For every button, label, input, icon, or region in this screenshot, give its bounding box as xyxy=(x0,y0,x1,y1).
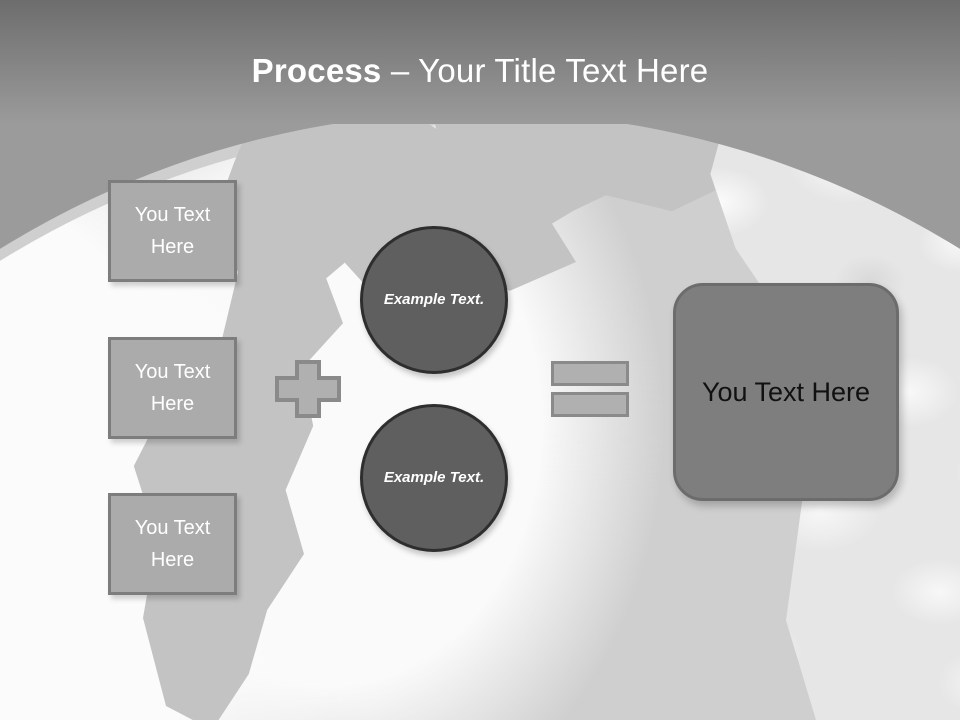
equals-bar-bottom xyxy=(551,392,629,417)
plus-operator-icon xyxy=(275,360,341,418)
example-circle-1-label: Example Text. xyxy=(383,291,485,308)
page-title-strong: Process xyxy=(251,52,382,89)
result-box-label: You Text Here xyxy=(701,376,871,407)
input-box-1[interactable]: You Text Here xyxy=(108,180,237,282)
input-box-1-label: You Text Here xyxy=(134,204,211,258)
page-title: Process – Your Title Text Here xyxy=(0,52,960,90)
page-title-rest: – Your Title Text Here xyxy=(381,52,709,89)
example-circle-2-label: Example Text. xyxy=(383,469,485,486)
example-circle-1[interactable]: Example Text. xyxy=(360,226,508,374)
input-box-2[interactable]: You Text Here xyxy=(108,337,237,439)
input-box-3-label: You Text Here xyxy=(134,517,211,571)
equals-bar-top xyxy=(551,361,629,386)
equals-operator-icon xyxy=(551,361,629,417)
title-header-band xyxy=(0,0,960,124)
example-circle-2[interactable]: Example Text. xyxy=(360,404,508,552)
input-box-2-label: You Text Here xyxy=(134,361,211,415)
input-box-3[interactable]: You Text Here xyxy=(108,493,237,595)
result-box[interactable]: You Text Here xyxy=(673,283,899,501)
